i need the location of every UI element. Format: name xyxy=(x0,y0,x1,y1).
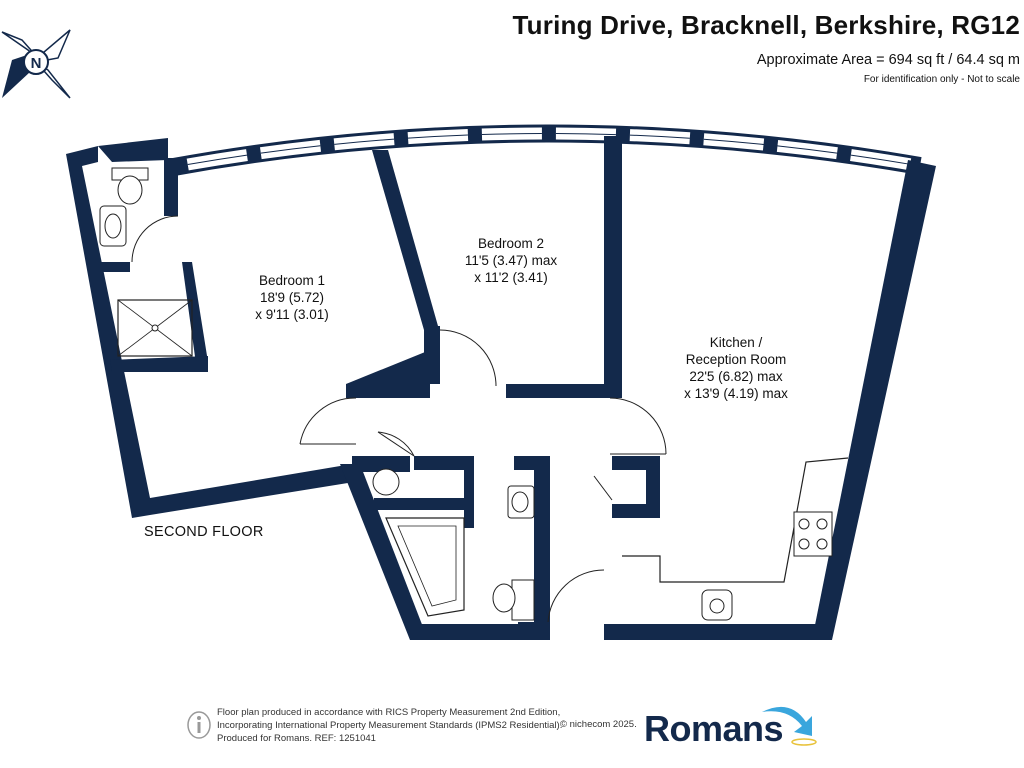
compass-north-letter: N xyxy=(31,55,42,72)
copyright-notice: © nichecom 2025. xyxy=(560,719,637,730)
floor-level-label: SECOND FLOOR xyxy=(144,524,264,540)
bedroom-2-label: Bedroom 2 11'5 (3.47) max x 11'2 (3.41) xyxy=(446,235,576,286)
north-compass-icon: N xyxy=(1,29,71,99)
info-icon xyxy=(187,711,211,739)
bedroom-1-dimension-2: x 9'11 (3.01) xyxy=(255,307,329,322)
reception-room-name: Reception Room xyxy=(685,352,787,367)
footer-text: Floor plan produced in accordance with R… xyxy=(217,706,562,745)
logo-swoosh-icon xyxy=(762,706,817,746)
romans-logo: Romans xyxy=(644,708,784,749)
kitchen-dimension: 22'5 (6.82) max xyxy=(689,369,783,384)
kitchen-reception-label: Kitchen / Reception Room 22'5 (6.82) max… xyxy=(666,334,806,402)
approximate-area: Approximate Area = 694 sq ft / 64.4 sq m xyxy=(756,52,1020,68)
floor-plan: N xyxy=(1,29,936,640)
footer-line-1: Floor plan produced in accordance with R… xyxy=(217,707,561,718)
footer-line-2: Incorporating International Property Mea… xyxy=(217,720,563,731)
bedroom-1-dimension: 18'9 (5.72) xyxy=(259,290,325,305)
bedroom-2-dimension-2: x 11'2 (3.41) xyxy=(474,270,548,285)
bedroom-1-label: Bedroom 1 18'9 (5.72) x 9'11 (3.01) xyxy=(232,272,352,323)
footer-line-3: Produced for Romans. REF: 1251041 xyxy=(217,733,376,744)
kitchen-dimension-2: x 13'9 (4.19) max xyxy=(684,386,788,401)
identification-note: For identification only - Not to scale xyxy=(863,74,1020,85)
kitchen-name: Kitchen / xyxy=(709,335,763,350)
bedroom-1-name: Bedroom 1 xyxy=(258,273,326,288)
bedroom-2-dimension: 11'5 (3.47) max xyxy=(464,253,558,268)
property-address-title: Turing Drive, Bracknell, Berkshire, RG12 xyxy=(512,10,1020,40)
bedroom-2-name: Bedroom 2 xyxy=(477,236,545,251)
walls xyxy=(66,136,936,640)
